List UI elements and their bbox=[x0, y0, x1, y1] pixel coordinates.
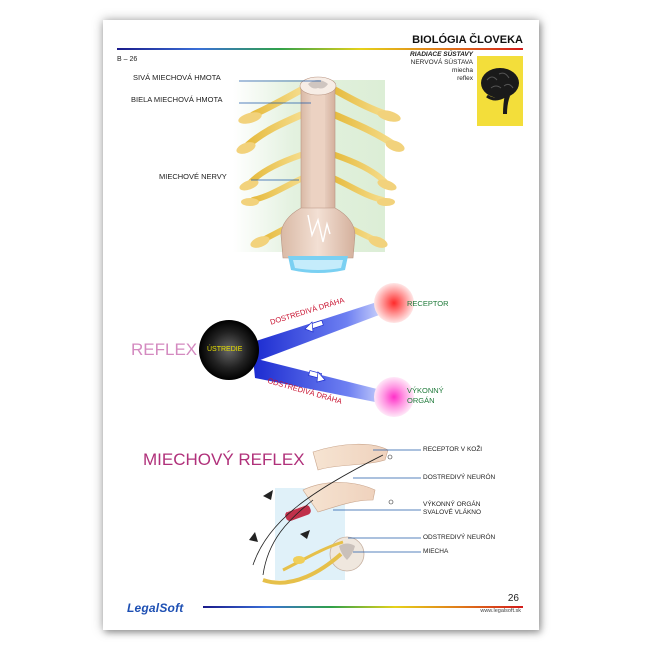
label-skin-receptor: RECEPTOR V KOŽI bbox=[423, 446, 483, 453]
brain-icon-box bbox=[477, 56, 523, 126]
reflex-diagram bbox=[199, 283, 414, 417]
receptor-label: RECEPTOR bbox=[407, 299, 449, 308]
topic-line-1: RIADIACE SÚSTAVY bbox=[410, 51, 473, 58]
legalsoft-logo: LegalSoft bbox=[127, 601, 184, 615]
label-afferent-neuron: DOSTREDIVÝ NEURÓN bbox=[423, 474, 496, 481]
reflex-title: REFLEX bbox=[131, 340, 198, 359]
topic-line-2: NERVOVÁ SÚSTAVA bbox=[410, 59, 473, 66]
effector-node bbox=[374, 377, 414, 417]
page-number: 26 bbox=[507, 593, 519, 604]
effector-label-line-1: VÝKONNÝ bbox=[407, 386, 444, 395]
spinal-cord-illustration bbox=[233, 76, 405, 273]
center-label: ÚSTREDIE bbox=[207, 346, 243, 353]
footer-rule bbox=[203, 606, 523, 608]
arrow-icon bbox=[263, 490, 273, 500]
page-title: BIOLÓGIA ČLOVEKA bbox=[412, 34, 523, 46]
sheet-code: B – 26 bbox=[117, 56, 138, 63]
arrow-icon bbox=[300, 530, 310, 539]
afferent-path-band bbox=[253, 300, 387, 362]
spinal-reflex-title: MIECHOVÝ REFLEX bbox=[143, 450, 305, 469]
header-rule bbox=[117, 48, 523, 50]
label-spinal-nerves: MIECHOVÉ NERVY bbox=[159, 172, 227, 181]
spinal-reflex-illustration bbox=[249, 443, 421, 585]
arrow-icon bbox=[308, 370, 326, 383]
worksheet-page: BIOLÓGIA ČLOVEKA B – 26 RIADIACE SÚSTAVY… bbox=[103, 20, 539, 630]
center-node bbox=[199, 320, 259, 380]
topic-line-3: miecha bbox=[452, 67, 473, 74]
topic-line-4: reflex bbox=[457, 75, 473, 82]
brain-icon bbox=[481, 68, 519, 114]
label-effector-organ: VÝKONNÝ ORGÁN bbox=[423, 501, 481, 508]
arrow-icon bbox=[304, 319, 324, 333]
label-efferent-neuron: ODSTREDIVÝ NEURÓN bbox=[423, 534, 496, 541]
effector-label-line-2: ORGÁN bbox=[407, 396, 435, 405]
label-gray-matter: SIVÁ MIECHOVÁ HMOTA bbox=[133, 73, 221, 82]
topic-block: RIADIACE SÚSTAVY NERVOVÁ SÚSTAVA miecha … bbox=[410, 51, 473, 83]
arrow-icon bbox=[249, 532, 258, 542]
label-spinal-cord: MIECHA bbox=[423, 548, 449, 555]
receptor-node bbox=[374, 283, 414, 323]
website-url: www.legalsoft.sk bbox=[480, 608, 521, 614]
label-muscle-fiber: SVALOVÉ VLÁKNO bbox=[423, 509, 482, 516]
label-white-matter: BIELA MIECHOVÁ HMOTA bbox=[131, 95, 223, 104]
